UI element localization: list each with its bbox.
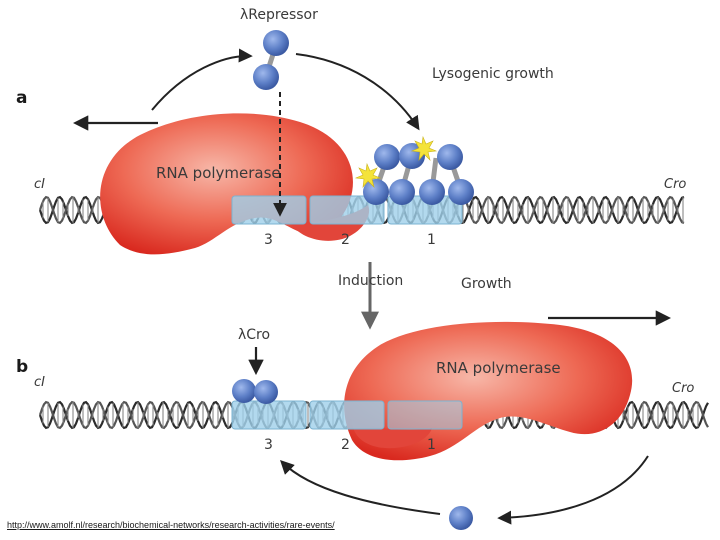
lambda-repressor-bound-cluster [363, 143, 474, 205]
induction-label: Induction [338, 273, 403, 289]
lambda-cro-label: λCro [238, 327, 270, 343]
rna-polymerase-a-label: RNA polymerase [156, 164, 281, 182]
site-1-label-a: 1 [427, 232, 436, 248]
lambda-cro-monomer-free [449, 506, 473, 530]
interaction-star-1 [410, 135, 438, 161]
site-2-label-b: 2 [341, 437, 350, 453]
panel-b-letter: b [16, 357, 28, 377]
source-url-link[interactable]: http://www.amolf.nl/research/biochemical… [7, 520, 335, 530]
panel-a-letter: a [16, 88, 27, 108]
lambda-cro-dimer-bound [232, 379, 278, 404]
operator-sites-a [231, 195, 463, 225]
curve-arrow-left-a [151, 48, 253, 111]
rna-polymerase-b-label: RNA polymerase [436, 359, 561, 377]
curve-arrow-right-a [295, 53, 420, 131]
panel-b: b RNA polymerase 3 2 1 cI Cro λCro [16, 321, 709, 530]
growth-label: Growth [461, 276, 512, 292]
lambda-repressor-dimer-free [253, 30, 289, 90]
operator-site-2-a [309, 195, 385, 225]
lysogenic-growth-label: Lysogenic growth [432, 66, 554, 82]
operator-site-1-b [387, 400, 463, 430]
operator-site-3-b [231, 400, 307, 430]
transition: Induction Growth [338, 262, 672, 330]
curve-arrow-bottom-right [497, 455, 649, 525]
operator-sites-b [231, 400, 463, 430]
gene-ci-label-b: cI [34, 375, 45, 390]
gene-cro-label-a: Cro [664, 177, 686, 192]
lambda-repressor-label: λRepressor [240, 7, 318, 23]
gene-cro-label-b: Cro [672, 381, 694, 396]
gene-ci-label-a: cI [34, 177, 45, 192]
site-3-label-b: 3 [264, 437, 273, 453]
site-1-label-b: 1 [427, 437, 436, 453]
interaction-star-2 [354, 162, 382, 188]
site-2-label-a: 2 [341, 232, 350, 248]
operator-site-2-b [309, 400, 385, 430]
operator-site-3-a [231, 195, 307, 225]
curve-arrow-bottom-left [280, 460, 441, 515]
site-3-label-a: 3 [264, 232, 273, 248]
panel-a: a RNA polymerase 3 2 1 cI Cro λRepressor [16, 7, 686, 255]
